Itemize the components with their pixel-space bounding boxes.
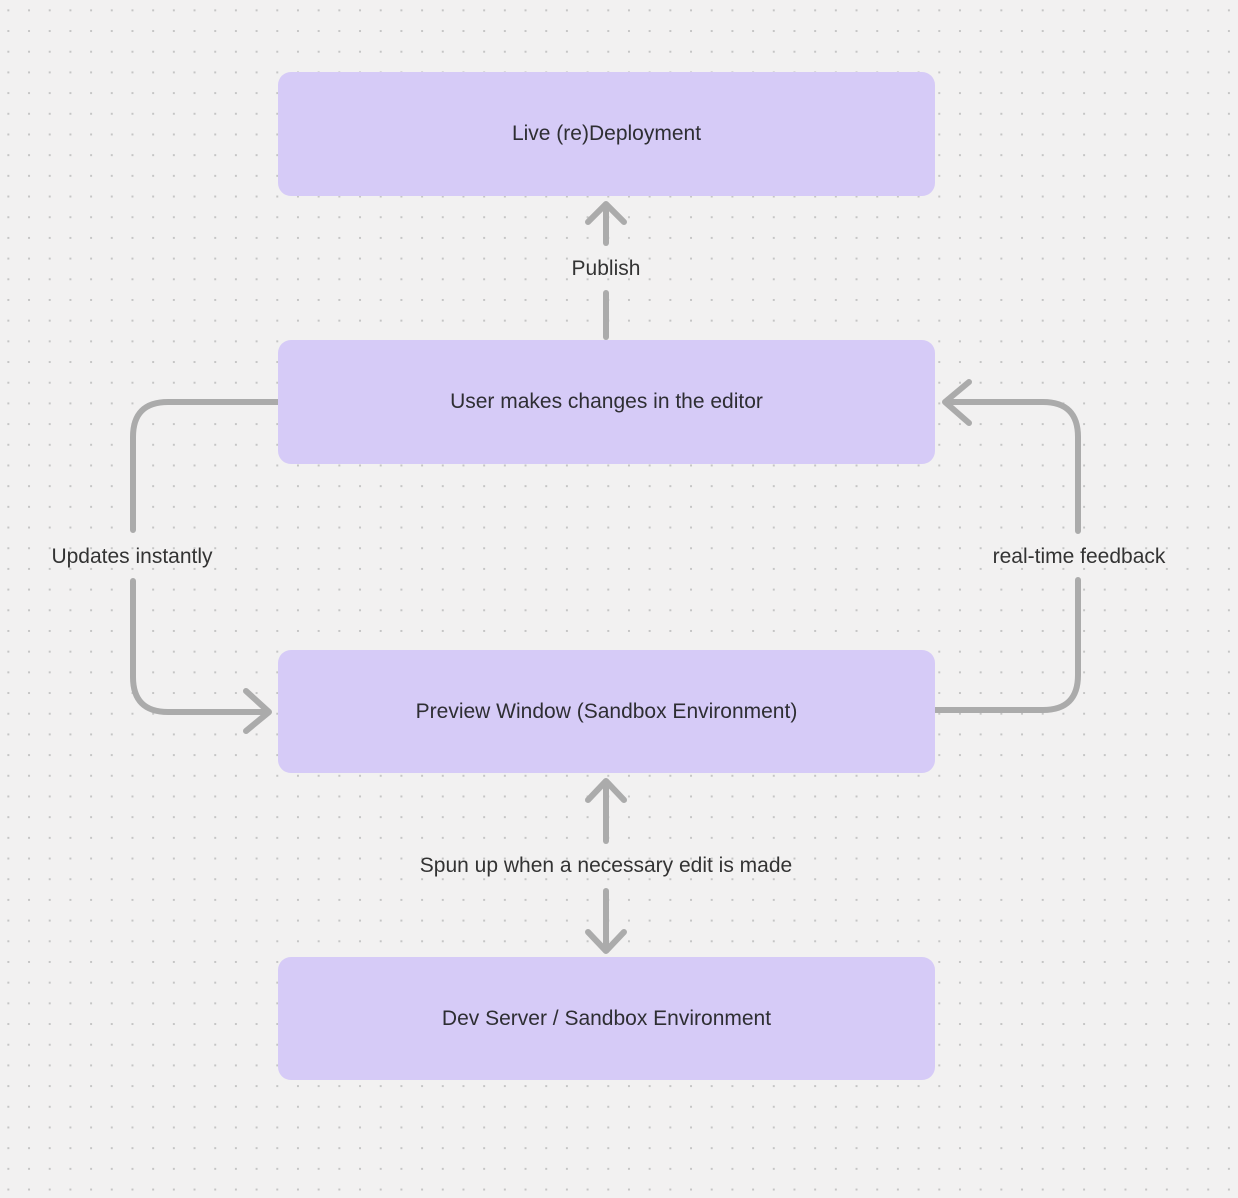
node-user-editor: User makes changes in the editor <box>278 340 935 464</box>
node-dev-server: Dev Server / Sandbox Environment <box>278 957 935 1080</box>
arrow-left-icon <box>942 379 972 426</box>
arrow-right-icon <box>243 688 272 734</box>
node-live-deployment: Live (re)Deployment <box>278 72 935 196</box>
edge-label-real-time-feedback: real-time feedback <box>992 545 1166 568</box>
edge-label-spun-up: Spun up when a necessary edit is made <box>419 854 793 877</box>
arrow-up-icon <box>585 201 627 225</box>
updates-instantly-arrow <box>130 399 281 734</box>
edge-label-publish: Publish <box>571 257 641 280</box>
arrow-up-icon <box>585 778 627 803</box>
spun-up-arrow <box>585 778 627 954</box>
edge-label-updates-instantly: Updates instantly <box>51 545 213 568</box>
arrow-down-icon <box>585 929 627 954</box>
node-label: Preview Window (Sandbox Environment) <box>415 699 798 723</box>
node-label: Dev Server / Sandbox Environment <box>441 1006 772 1030</box>
publish-arrow <box>585 201 627 340</box>
node-label: User makes changes in the editor <box>450 390 763 413</box>
node-label: Live (re)Deployment <box>511 122 702 145</box>
node-preview-window: Preview Window (Sandbox Environment) <box>278 650 935 773</box>
real-time-feedback-arrow <box>932 379 1081 713</box>
